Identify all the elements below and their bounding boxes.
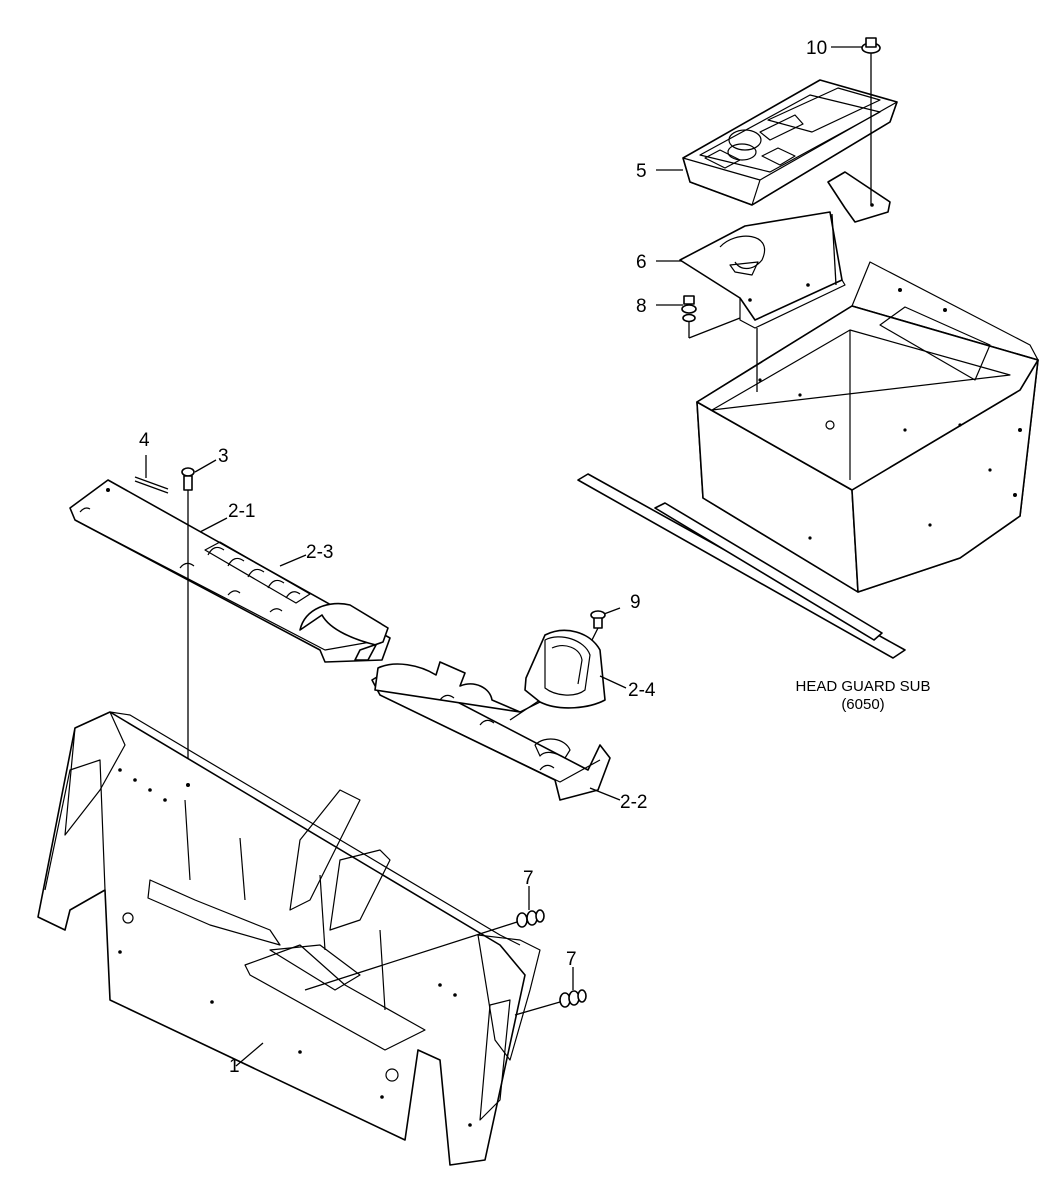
part-10-bolt [861,37,881,205]
callout-2-3: 2-3 [306,542,333,563]
part-7-bolt-lower [514,989,587,1016]
part-2-1-rail [69,479,391,663]
part-3-bolt [181,467,195,785]
assembly-caption-code: (6050) [841,696,884,713]
callout-5: 5 [636,161,647,182]
part-6-bracket-plate [679,211,846,329]
part-1-main-frame [37,711,541,1166]
assembly-caption-title: HEAD GUARD SUB [795,678,930,695]
part-8-bolt [681,295,758,392]
callout-7-upper: 7 [523,868,534,889]
part-7-bolt-upper [304,909,545,991]
callout-1: 1 [229,1056,240,1077]
part-2-2-rail [371,661,611,801]
callout-10: 10 [806,38,827,59]
part-4-pin [134,476,169,494]
leader-lines [145,46,862,1067]
callout-8: 8 [636,296,647,317]
callout-2-2: 2-2 [620,792,647,813]
callout-9: 9 [630,592,641,613]
callout-2-1: 2-1 [228,501,255,522]
part-5-console-tray [682,79,898,223]
part-2-4-cover [519,629,606,713]
callout-4: 4 [139,430,150,451]
callout-2-4: 2-4 [628,680,656,701]
callout-7-lower: 7 [566,949,577,970]
callout-3: 3 [218,446,229,467]
part-9-screw [590,610,606,641]
head-guard-sub-assembly [577,261,1039,659]
callout-6: 6 [636,252,647,273]
